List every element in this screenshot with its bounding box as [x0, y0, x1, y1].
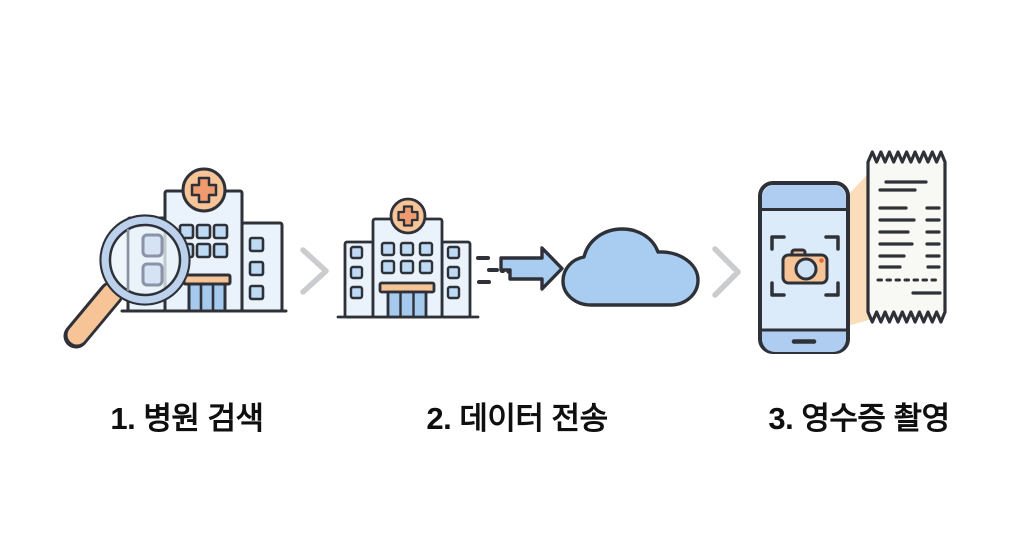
- step2-data-transfer-icon: [336, 192, 704, 329]
- step1-label: 1. 병원 검색: [110, 401, 264, 436]
- chevron-right-icon: [710, 245, 744, 304]
- step3-receipt-capture-icon: [748, 146, 958, 366]
- arrow-right-icon: [499, 246, 564, 291]
- chevron-right-icon: [298, 246, 332, 301]
- step3-label: 3. 영수증 촬영: [768, 401, 950, 436]
- receipt-icon: [866, 150, 947, 324]
- step1-hospital-search-icon: [58, 158, 293, 358]
- camera-icon: [781, 248, 829, 285]
- hospital-icon: [63, 167, 288, 349]
- cloud-icon: [561, 227, 700, 307]
- magnifier-icon: [63, 214, 191, 349]
- viewfinder-icon: [770, 235, 840, 297]
- step2-label: 2. 데이터 전송: [426, 401, 608, 436]
- smartphone-icon: [758, 181, 850, 354]
- hospital-icon: [336, 197, 480, 319]
